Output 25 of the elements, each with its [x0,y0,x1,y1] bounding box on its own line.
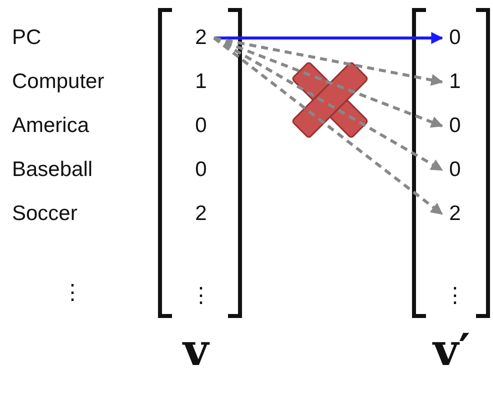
vector-entry: 1 [188,67,214,97]
vector-entry: 0 [442,155,468,185]
arrow [213,36,443,216]
arrow [214,32,444,44]
vector-entry: ⋮ [442,280,468,310]
vector-entry: 2 [188,23,214,53]
row-label: Baseball [12,158,93,182]
vector-entry: 2 [188,199,214,229]
row-label: ⋮ [62,280,83,305]
row-label: PC [12,26,42,50]
vector-entry: 0 [188,155,214,185]
row-label: Computer [12,70,104,94]
vector-entry: 1 [442,67,468,97]
row-label: America [12,114,90,138]
arrow [214,36,444,86]
row-label: Soccer [12,202,78,226]
vector-entry: 0 [442,111,468,141]
vector-symbol: v′ [433,325,470,376]
vector-entry: 0 [188,111,214,141]
vector-entry: ⋮ [188,280,214,310]
vector-entry: 0 [442,23,468,53]
vector-symbol: v [183,325,209,376]
vector-entry: 2 [442,199,468,229]
arrow [213,36,444,128]
arrow [213,36,444,172]
